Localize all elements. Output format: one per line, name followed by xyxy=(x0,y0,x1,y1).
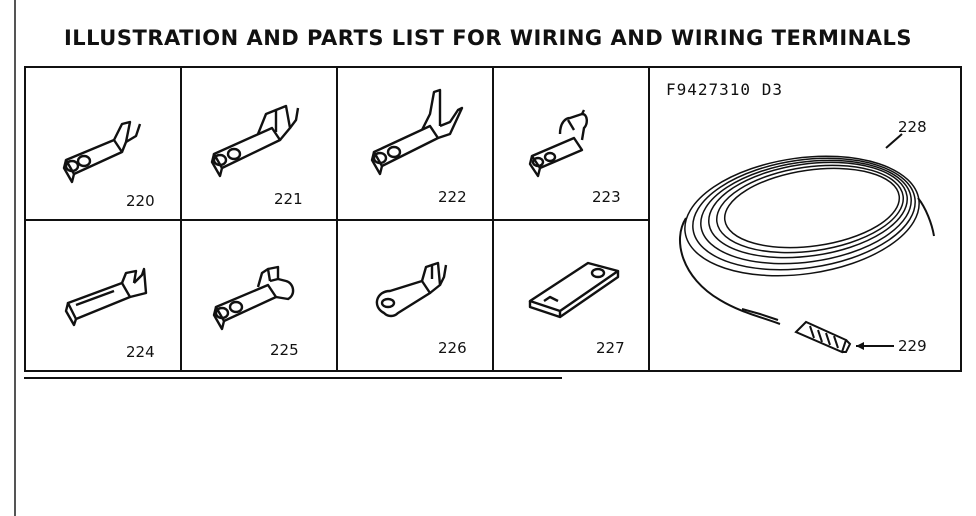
part-cell-223: 223 xyxy=(494,68,650,221)
scan-artifact xyxy=(14,0,16,516)
part-number-label: 222 xyxy=(438,188,467,206)
wire-nut-icon xyxy=(794,320,852,354)
terminal-icon xyxy=(528,109,588,178)
diagram-code: F9427310 D3 xyxy=(666,80,783,99)
terminal-icon xyxy=(210,104,300,178)
part-cell-224: 224 xyxy=(26,221,182,374)
wire-coil-icon xyxy=(678,133,935,354)
part-number-label: 226 xyxy=(438,339,467,357)
part-number-label: 227 xyxy=(596,339,625,357)
terminal-icon xyxy=(64,267,148,327)
part-cell-227: 227 xyxy=(494,221,650,374)
part-number-label: 220 xyxy=(126,192,155,210)
part-cell-222: 222 xyxy=(338,68,494,221)
scan-artifact xyxy=(24,377,562,379)
ring-terminal-icon xyxy=(375,261,448,318)
connector-number-label: 229 xyxy=(898,337,927,355)
page-title: ILLUSTRATION AND PARTS LIST FOR WIRING A… xyxy=(63,26,913,50)
part-cell-226: 226 xyxy=(338,221,494,374)
terminal-icon xyxy=(62,120,142,184)
grid-divider xyxy=(24,219,650,221)
tab-terminal-icon xyxy=(528,261,620,319)
terminal-icon xyxy=(212,265,295,331)
part-number-label: 223 xyxy=(592,188,621,206)
part-number-label: 224 xyxy=(126,343,155,361)
wire-number-label: 228 xyxy=(898,118,927,136)
part-cell-220: 220 xyxy=(26,68,182,221)
part-number-label: 225 xyxy=(270,341,299,359)
part-number-label: 221 xyxy=(274,190,303,208)
part-cell-221: 221 xyxy=(182,68,338,221)
part-cell-225: 225 xyxy=(182,221,338,374)
terminal-icon xyxy=(370,88,464,176)
